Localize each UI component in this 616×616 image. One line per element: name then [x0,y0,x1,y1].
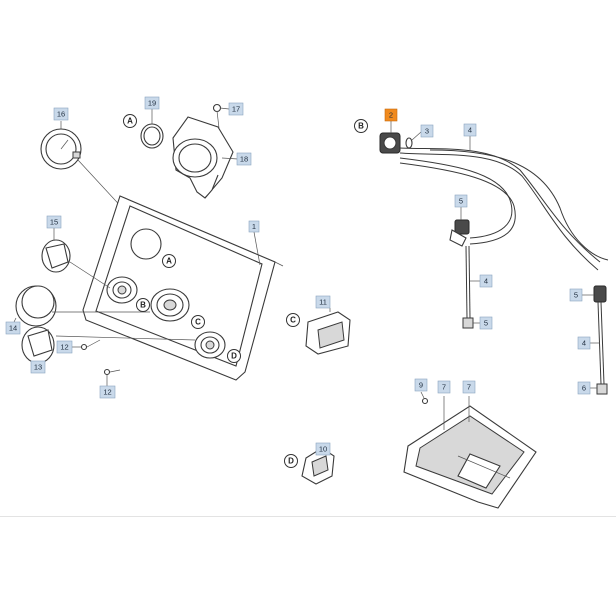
part-tag-5-right: 5 [569,288,583,302]
switch-module-11 [305,308,351,355]
callout-b-sensor: B [354,119,368,133]
knob-15 [41,228,111,289]
svg-text:14: 14 [9,324,17,333]
svg-text:A: A [166,257,172,266]
svg-text:11: 11 [319,298,327,307]
part-tag-15: 15 [46,215,62,229]
svg-text:A: A [127,117,133,126]
svg-text:16: 16 [57,110,65,119]
control-panel-1 [82,195,284,381]
svg-text:B: B [358,122,364,131]
svg-text:4: 4 [484,277,488,286]
svg-text:5: 5 [574,291,578,300]
part-tag-9: 9 [414,378,428,392]
part-tag-1: 1 [248,220,260,233]
svg-text:C: C [290,316,296,325]
gauge-holder-18 [172,116,239,199]
part-tag-7-right: 7 [462,380,476,394]
knob-14 [13,285,150,327]
svg-text:19: 19 [148,99,156,108]
svg-text:9: 9 [419,381,423,390]
svg-text:10: 10 [319,445,327,454]
control-board-7 [403,396,537,509]
callout-a-holder: A [123,114,137,128]
svg-text:18: 18 [240,155,248,164]
part-tag-4-right: 4 [577,336,591,350]
svg-text:6: 6 [582,384,586,393]
svg-text:4: 4 [582,339,586,348]
svg-text:17: 17 [232,105,240,114]
part-tag-10: 10 [315,442,331,456]
hose-4-main [399,136,609,271]
svg-text:1: 1 [252,222,256,231]
svg-text:D: D [288,457,294,466]
gauge-16 [40,121,151,239]
part-tag-7-left: 7 [437,380,451,394]
pressure-sensor-2 [379,121,401,154]
callout-b-panel: B [136,298,150,312]
o-ring-3 [405,131,422,149]
part-tag-16: 16 [53,107,69,121]
svg-text:13: 13 [34,363,42,372]
svg-text:B: B [140,301,146,310]
sensor-5-left [449,207,480,329]
part-tag-3: 3 [420,124,434,138]
part-tag-14: 14 [5,321,21,335]
screw-12-lower [103,368,121,386]
sensor-5-right [582,285,608,395]
switch-module-10 [301,447,335,485]
callout-c-panel: C [191,315,205,329]
part-tag-5-left-top: 5 [454,194,468,208]
part-tag-11: 11 [315,295,331,309]
callout-a-panel: A [162,254,176,268]
svg-text:3: 3 [425,127,429,136]
part-tag-12-lower: 12 [99,385,116,399]
screw-9 [420,391,429,405]
part-tag-4-hose: 4 [463,123,477,137]
svg-text:D: D [231,352,237,361]
svg-text:12: 12 [60,343,68,352]
svg-text:12: 12 [103,388,111,397]
callout-d-panel: D [227,349,241,363]
svg-text:5: 5 [459,197,463,206]
svg-text:5: 5 [484,319,488,328]
part-tag-12-upper: 12 [56,340,73,354]
part-tag-13: 13 [30,360,46,374]
screw-17 [212,103,230,129]
svg-text:2: 2 [389,111,393,120]
bottom-divider [0,516,616,517]
part-tag-6: 6 [577,381,591,395]
part-tag-19: 19 [144,96,160,110]
svg-text:C: C [195,318,201,327]
svg-text:15: 15 [50,218,58,227]
knob-13 [21,326,196,364]
callout-d-module: D [284,454,298,468]
callout-c-module: C [286,313,300,327]
svg-text:7: 7 [467,383,471,392]
screw-12-upper [72,339,101,351]
svg-text:7: 7 [442,383,446,392]
part-tag-2-highlighted: 2 [384,108,398,122]
svg-text:4: 4 [468,126,472,135]
part-tag-17: 17 [228,102,244,116]
seal-ring-19 [140,109,164,149]
part-tag-18: 18 [236,152,252,166]
part-tag-4-left: 4 [479,274,493,288]
part-tag-5-left-bottom: 5 [479,316,493,330]
